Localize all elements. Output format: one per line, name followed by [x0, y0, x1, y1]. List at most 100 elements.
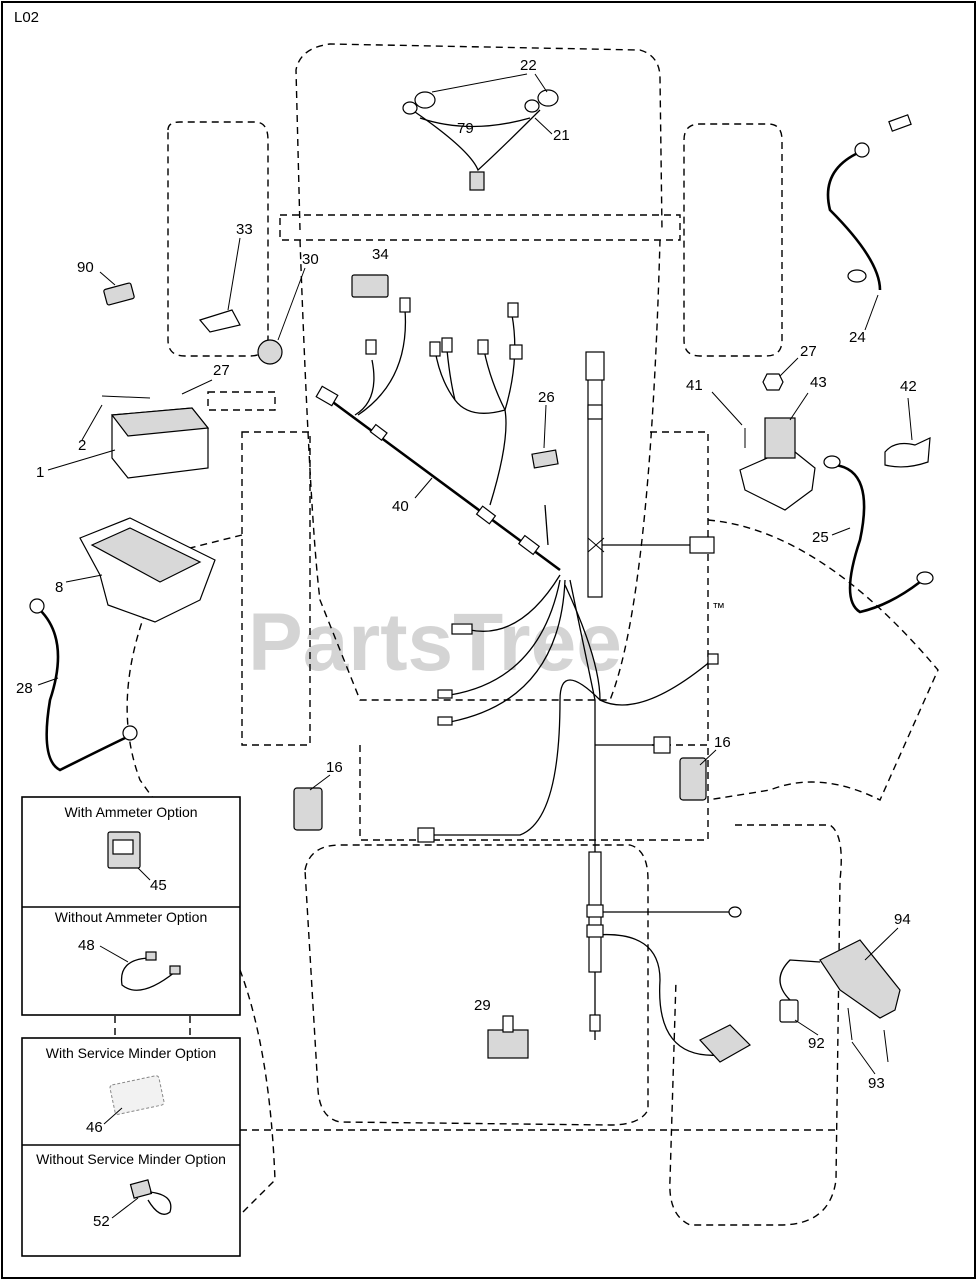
rear-harness-band-1	[586, 904, 604, 918]
headlight-left	[414, 91, 436, 109]
callout-22-lead-b	[534, 73, 548, 93]
callout-27-left: 27	[213, 362, 230, 379]
switch-16-right-lead	[699, 749, 717, 766]
callout-46-lead	[103, 1107, 123, 1125]
jumper-48-plug-a	[145, 951, 157, 961]
with-service-title: With Service Minder Option	[46, 1045, 216, 1061]
harness-top-plug	[585, 351, 605, 381]
callout-92: 92	[808, 1035, 825, 1052]
page-code: L02	[14, 9, 39, 26]
callout-52-lead	[111, 1197, 139, 1219]
left-rear-line	[239, 969, 276, 1216]
callout-79: 79	[457, 120, 474, 137]
service-box-frame	[21, 1037, 241, 1257]
callout-93: 93	[868, 1075, 885, 1092]
pto-switch-29	[487, 1029, 529, 1059]
wire-switch-group-2	[446, 349, 456, 401]
seat-switch-16-right	[679, 757, 707, 801]
pto-switch-knob	[502, 1015, 514, 1033]
wire-switch-group-3	[483, 349, 506, 411]
cable-25-ring-bottom	[916, 571, 934, 585]
with-ammeter-title: With Ammeter Option	[64, 804, 197, 820]
service-minder-46	[109, 1075, 165, 1115]
connector-sw-4	[507, 302, 519, 318]
callout-24: 24	[849, 329, 866, 346]
jumper-52-wire	[147, 1191, 172, 1215]
fuse-94-lead	[864, 927, 899, 961]
connector-left-b	[399, 297, 411, 313]
right-plug-connector	[653, 736, 671, 754]
callout-45-lead	[137, 867, 151, 881]
callout-16-left: 16	[326, 759, 343, 776]
main-harness	[315, 297, 742, 1056]
right-rear-wheel	[669, 824, 842, 1226]
callout-46: 46	[86, 1119, 103, 1136]
callout-40: 40	[392, 498, 409, 515]
plug-end-3	[437, 716, 453, 726]
battery-cable-24	[826, 150, 882, 291]
wire-plug-left-2	[449, 579, 561, 696]
harness-x-mark	[587, 537, 605, 553]
callout-21: 21	[553, 127, 570, 144]
callout-1: 1	[36, 464, 44, 481]
headlight-left-b	[402, 101, 418, 115]
nut-27-right	[762, 373, 784, 391]
callout-29: 29	[474, 997, 491, 1014]
connector-sw-2	[441, 337, 453, 353]
wire-switch-group	[434, 349, 507, 506]
headlight-wire-2	[419, 117, 531, 128]
left-parts	[29, 237, 559, 831]
pto-plug	[689, 536, 715, 554]
callout-21-lead	[534, 117, 553, 135]
callout-16-right: 16	[714, 734, 731, 751]
cable-24-end	[888, 114, 912, 132]
connector-lead	[315, 385, 339, 407]
relay-26	[531, 449, 559, 469]
headlight-right	[537, 89, 559, 107]
cable-25-lead	[831, 527, 851, 536]
plug-end-2	[437, 689, 453, 699]
ign-30-lead	[277, 267, 306, 341]
ignition-switch-30	[257, 339, 283, 365]
headlights	[402, 89, 559, 191]
callout-48-lead	[99, 945, 129, 963]
plug-end-4	[707, 653, 719, 665]
bolt-93	[847, 1007, 853, 1041]
jumper-48-plug-b	[169, 965, 181, 975]
callout-22-lead-a	[431, 73, 528, 93]
solenoid-43-lead	[789, 392, 809, 421]
switch-34	[351, 274, 389, 298]
right-body-panel	[650, 431, 709, 746]
service-minder-option-box: With Service Minder Option 46 Without Se…	[21, 1037, 241, 1257]
connector-sw-5	[509, 344, 523, 360]
watermark-text: PartsTree	[248, 597, 622, 688]
callout-48: 48	[78, 937, 95, 954]
cable-24-ring-top	[854, 142, 870, 158]
ring-terminal-rear	[728, 906, 742, 918]
watermark: PartsTree ™	[248, 597, 725, 688]
battery-cable-25	[834, 463, 921, 614]
dash-panel-outline	[279, 214, 681, 241]
wire-plug-left-3	[449, 579, 566, 723]
callout-41: 41	[686, 377, 703, 394]
harness-sleeve-1	[369, 423, 388, 442]
callout-22: 22	[520, 57, 537, 74]
callout-2: 2	[78, 437, 86, 454]
bolt-93b	[883, 1029, 889, 1063]
harness-mid-sleeve	[587, 404, 603, 420]
callout-45: 45	[150, 877, 167, 894]
callout-94: 94	[894, 911, 911, 928]
cable-24-lead	[864, 294, 879, 331]
bolt-93-lead	[851, 1041, 876, 1075]
left-front-wheel	[167, 121, 269, 357]
bolt-2	[101, 395, 151, 399]
callouts: 22 79 21 33 90 30 34 27 2 1 26 40 8 28 2…	[16, 57, 917, 1092]
plug-end-1	[451, 623, 473, 635]
callout-42: 42	[900, 378, 917, 395]
connector-left-a	[365, 339, 377, 355]
boot-42-lead	[907, 397, 913, 441]
terminal-boot-42	[884, 437, 931, 468]
battery-cable-28	[39, 609, 126, 772]
wire-rear-loop	[594, 933, 721, 1056]
